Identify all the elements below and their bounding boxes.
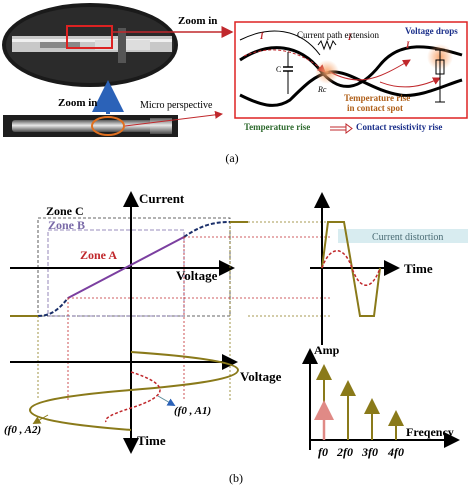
contact-resistivity-rise-label: Contact resistivity rise — [356, 122, 442, 132]
label-I-right: I — [405, 40, 410, 50]
caption-a: (a) — [225, 151, 238, 165]
distorted-current-wave — [321, 221, 381, 317]
zoom-region-box — [66, 25, 113, 49]
sine-current-wave — [321, 250, 381, 286]
zone-b-box — [47, 229, 185, 317]
time-axis-lower-label: Time — [137, 433, 166, 448]
zoomed-contact-box — [234, 21, 468, 119]
zone-b-label: Zone B — [48, 218, 85, 232]
tick-3f0: 3f0 — [361, 445, 378, 459]
time-axis-right-label: Time — [404, 261, 433, 276]
micro-perspective-arrow — [124, 110, 223, 127]
voltage-small-wave — [104, 371, 161, 423]
label-I-left: I — [259, 31, 264, 41]
curve-zone-a — [67, 236, 185, 299]
current-path-extension-label: Current path extension — [297, 30, 379, 40]
amp-axis-label: Amp — [314, 343, 340, 357]
current-distortion-band — [338, 229, 468, 243]
label-Rc: Rc — [317, 85, 327, 94]
microscope-photo — [2, 3, 178, 87]
zone-a-label: Zone A — [80, 248, 117, 262]
temperature-rise-label: Temperature rise — [244, 122, 310, 132]
projection-lines-olive — [37, 221, 330, 400]
curve-zone-b-right — [183, 221, 231, 238]
current-distortion-label: Current distortion — [372, 232, 443, 243]
voltage-axis-label: Voltage — [176, 268, 218, 283]
temp-rise-spot-line1: Temperature rise — [344, 93, 410, 103]
point-f0-a1-label: (f0 , A1) — [174, 405, 211, 417]
micro-perspective-label: Micro perspective — [140, 100, 213, 111]
label-I-mid: I — [347, 32, 352, 42]
label-C: C — [276, 65, 281, 74]
pointer-f0-a1 — [157, 395, 176, 406]
curve-zone-b-left — [37, 297, 69, 317]
pointer-f0-a2 — [32, 414, 49, 425]
zone-c-label: Zone C — [46, 204, 84, 218]
contact-interface-drawing — [239, 30, 463, 107]
zoom-region-ellipse — [91, 116, 125, 136]
zoom-in-top-label: Zoom in — [178, 15, 217, 27]
point-f0-a2-label: (f0 , A2) — [4, 424, 41, 436]
tick-4f0: 4f0 — [387, 445, 404, 459]
temp-rise-spot-line2: in contact spot — [347, 103, 403, 113]
voltage-axis-lower-label: Voltage — [240, 369, 282, 384]
voltage-drops-label: Voltage drops — [405, 26, 458, 36]
tick-f0: f0 — [318, 445, 328, 459]
tick-2f0: 2f0 — [336, 445, 353, 459]
caption-b: (b) — [229, 471, 243, 485]
projection-lines-red — [67, 236, 330, 400]
current-axis-label: Current — [139, 191, 185, 206]
voltage-sine-wave — [28, 351, 240, 431]
zoom-in-bottom-label: Zoom in — [58, 97, 97, 109]
freq-axis-label: Freqency — [406, 425, 454, 439]
connector-photo — [3, 115, 178, 137]
double-arrow-icon — [330, 123, 353, 134]
